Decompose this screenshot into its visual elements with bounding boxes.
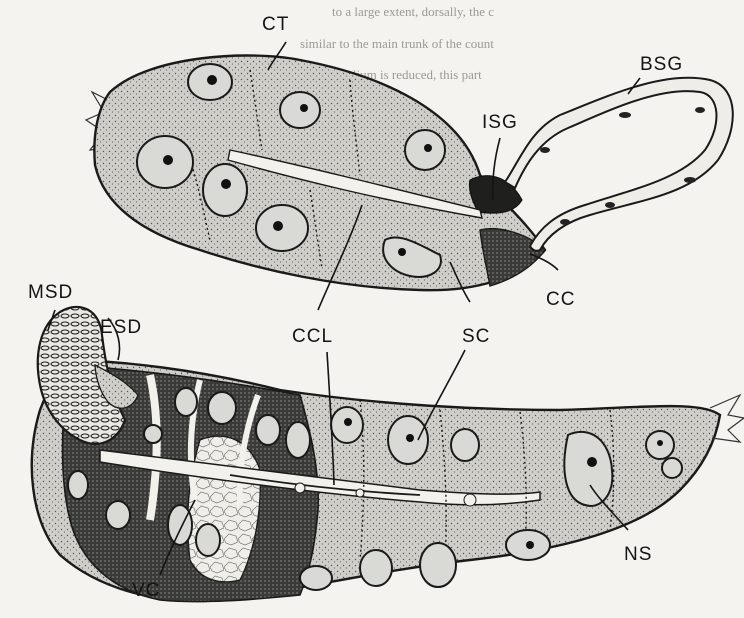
nucleus	[175, 388, 197, 416]
nucleolus	[406, 434, 414, 442]
nucleolus	[273, 221, 283, 231]
loop-nucleus	[684, 177, 696, 183]
nucleus	[662, 458, 682, 478]
background-text-line: to a large extent, dorsally, the c	[332, 4, 494, 19]
nucleolus	[344, 418, 352, 426]
nucleolus	[657, 440, 663, 446]
nucleus	[203, 164, 247, 216]
loop-nucleus	[695, 107, 705, 113]
bsg-loop-outline	[505, 78, 733, 251]
nucleus	[68, 471, 88, 499]
nucleus	[280, 92, 320, 128]
nucleus	[360, 550, 392, 586]
nucleus	[300, 566, 332, 590]
nucleolus	[300, 104, 308, 112]
label-ct: CT	[262, 14, 289, 35]
label-cc: CC	[546, 289, 575, 310]
label-bsg: BSG	[640, 54, 683, 75]
label-esd: ESD	[100, 317, 142, 338]
loop-nucleus	[560, 219, 570, 225]
nucleus	[144, 425, 162, 443]
nucleus	[420, 543, 456, 587]
nucleus	[106, 501, 130, 529]
nucleus	[168, 505, 192, 545]
duct-bead	[356, 489, 364, 497]
nucleus	[286, 422, 310, 458]
label-vc: VC	[132, 580, 160, 601]
label-sc: SC	[462, 326, 490, 347]
nucleolus	[398, 248, 406, 256]
duct-bead	[464, 494, 476, 506]
nucleus	[451, 429, 479, 461]
upper-gland	[86, 55, 545, 290]
loop-nucleus	[619, 112, 631, 118]
label-msd: MSD	[28, 282, 73, 303]
bsg-loop	[505, 78, 733, 251]
nucleolus	[587, 457, 597, 467]
loop-nucleus	[540, 147, 550, 153]
label-isg: ISG	[482, 112, 518, 133]
nucleolus	[207, 75, 217, 85]
nucleolus	[221, 179, 231, 189]
label-ccl: CCL	[292, 326, 333, 347]
nucleus	[256, 415, 280, 445]
nucleus	[196, 524, 220, 556]
duct-bead	[295, 483, 305, 493]
background-text-line: similar to the main trunk of the count	[300, 36, 494, 51]
loop-nucleus	[605, 202, 615, 208]
label-ns: NS	[624, 544, 652, 565]
nucleolus	[424, 144, 432, 152]
nucleolus	[526, 541, 534, 549]
nucleolus	[163, 155, 173, 165]
nucleus	[208, 392, 236, 424]
